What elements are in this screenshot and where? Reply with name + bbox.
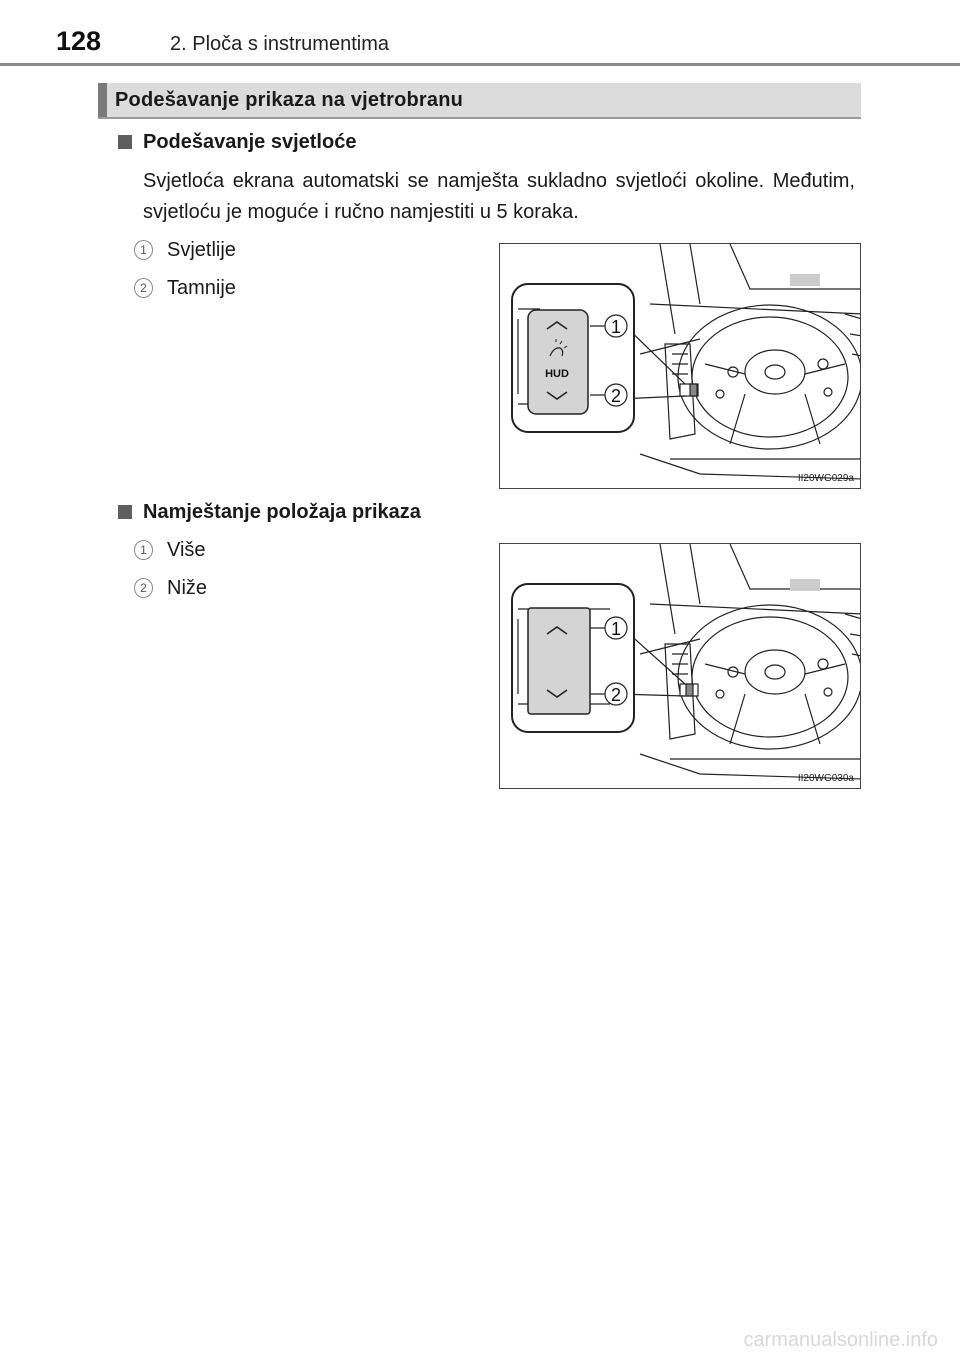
subheading-brightness-text: Podešavanje svjetloće [143,131,357,153]
hud-label: HUD [545,368,569,380]
brightness-description: Svjetloća ekrana automatski se namješta … [143,170,855,223]
list-item-label: Niže [167,577,208,599]
list-item: 1 Svjetlije [134,239,236,262]
square-bullet-icon [118,505,132,519]
dashboard-illustration: HUD 1 2 [511,244,860,480]
figure-brightness-switch: HUD 1 2 II20WG029a [499,243,861,489]
list-item: 1 Više [134,539,206,562]
list-item-label: Više [167,539,206,561]
watermark: carmanualsonline.info [743,1329,938,1351]
number-badge: 1 [134,540,153,560]
list-item: 2 Niže [134,577,207,600]
square-bullet-icon [118,135,132,149]
callout-2: 2 [611,685,621,705]
list-item: 2 Tamnije [134,277,236,300]
figure-code: II20WG029a [797,473,854,484]
number-badge: 2 [134,578,153,598]
list-item-label: Tamnije [167,277,236,299]
number-badge: 2 [134,278,153,298]
chapter-title: 2. Ploča s instrumentima [170,33,389,55]
subheading-position-text: Namještanje položaja prikaza [143,501,421,523]
callout-2: 2 [611,386,621,406]
figure-position-switch: 1 2 II20WG030a [499,543,861,789]
list-item-label: Svjetlije [167,239,236,261]
subheading-position: Namještanje položaja prikaza [118,501,421,524]
page-number: 128 [56,26,102,56]
section-banner: Podešavanje prikaza na vjetrobranu [98,83,861,119]
subheading-brightness: Podešavanje svjetloće [118,131,356,154]
dashboard-illustration: 1 2 [511,544,860,780]
number-badge: 1 [134,240,153,260]
section-banner-accent [98,83,107,117]
figure-code: II20WG030a [797,773,854,784]
callout-1: 1 [611,619,621,639]
section-title: Podešavanje prikaza na vjetrobranu [115,89,464,111]
callout-1: 1 [611,317,621,337]
header-divider [0,63,960,66]
